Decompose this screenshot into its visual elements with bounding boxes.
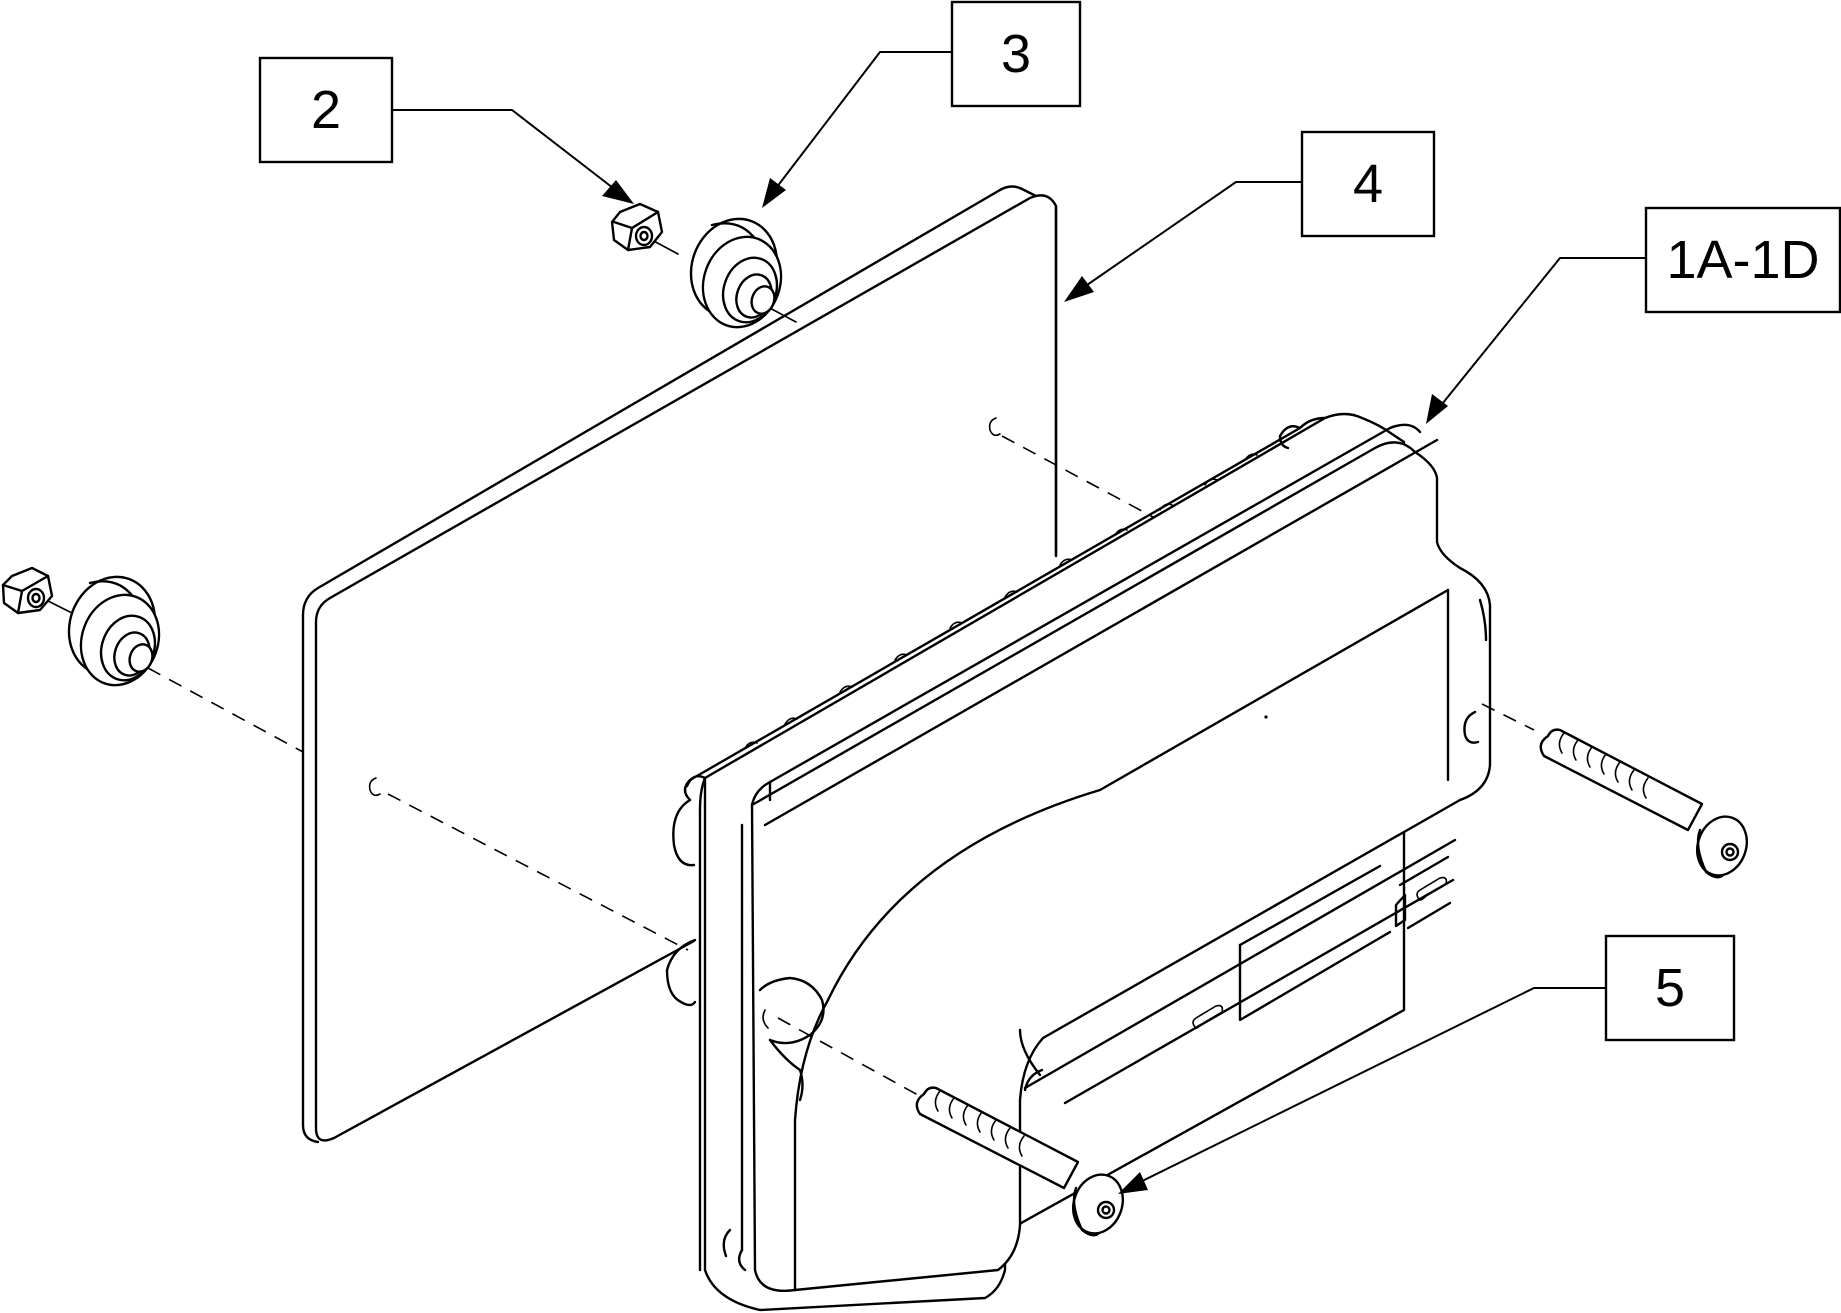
assembly-axis-lines	[45, 238, 1535, 1096]
button-head-screw-right	[1539, 728, 1748, 879]
callout-3: 3	[950, 0, 1082, 108]
callout-2: 2	[258, 56, 394, 164]
callout-4: 4	[1300, 130, 1436, 238]
callout-2-label: 2	[311, 80, 341, 140]
hex-nut-upper	[610, 202, 664, 252]
callout-5-label: 5	[1655, 958, 1685, 1018]
controller-box	[665, 412, 1492, 1312]
callout-1a-1d-label: 1A-1D	[1666, 230, 1819, 290]
callout-5: 5	[1604, 934, 1736, 1042]
grommet-lower	[67, 575, 161, 687]
mounting-plate	[301, 185, 1058, 1144]
callout-4-label: 4	[1353, 154, 1383, 214]
callout-3-label: 3	[1001, 24, 1031, 84]
callout-leaders	[392, 51, 1646, 1194]
callout-1a-1d: 1A-1D	[1644, 206, 1841, 314]
hex-nut-lower	[1, 566, 54, 615]
button-head-screw-lower	[915, 1086, 1124, 1237]
grommet-upper	[689, 217, 783, 329]
